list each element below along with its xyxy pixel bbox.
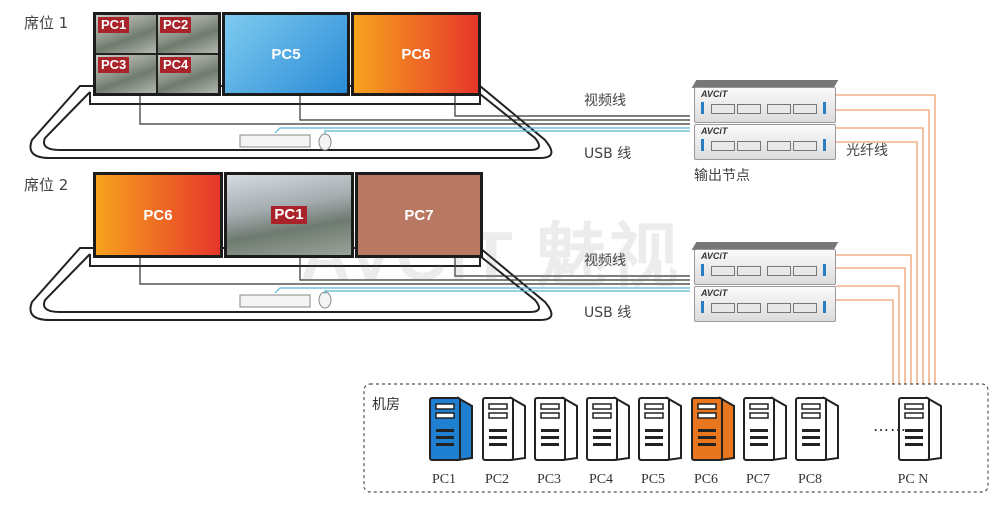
pc-tower-icon [743,396,787,462]
seat-2-label: 席位 2 [24,176,69,194]
machine-room-label: 机房 [372,397,400,413]
fiber-cables [836,94,936,384]
usb-cables-2 [274,287,690,294]
monitor-quad-split: PC1 PC2 PC3 PC4 [93,12,221,96]
ellipsis: …… [873,416,907,435]
video-cable-label-1: 视频线 [584,93,626,109]
mouse-1 [318,133,332,151]
device-brand: AVCiT [701,126,728,136]
quad-label-1: PC1 [98,17,130,33]
output-node-device: AVCiT [694,87,836,123]
usb-cable-label-2: USB 线 [584,305,632,321]
pc-label: PC3 [536,472,562,487]
seat-1-label: 席位 1 [24,14,69,32]
pc-tower-icon [534,396,578,462]
usb-cables-1 [274,127,690,134]
monitor-label: PC6 [143,206,173,224]
fiber-cable-label: 光纤线 [846,143,888,159]
device-brand: AVCiT [701,89,728,99]
pc-tower-icon [795,396,839,462]
room-border [363,383,989,493]
device-brand: AVCiT [701,288,728,298]
monitor-pc6: PC6 [93,172,223,258]
monitor-label: PC7 [404,206,434,224]
usb-cable-label-1: USB 线 [584,146,632,162]
monitor-label: PC1 [271,206,307,224]
pc-label: PC4 [588,472,614,487]
pc-label: PC6 [693,472,719,487]
pc-label: PC8 [797,472,823,487]
pc-label: PC1 [431,472,457,487]
device-brand: AVCiT [701,251,728,261]
quad-label-2: PC2 [160,17,192,33]
video-cables-1 [139,96,690,125]
pc-label: PC5 [640,472,666,487]
pc-tower-icon [586,396,630,462]
quad-label-4: PC4 [160,57,192,73]
output-node-device: AVCiT [694,249,836,285]
monitor-pc1-city: PC1 [224,172,354,258]
quad-label-3: PC3 [98,57,130,73]
video-cable-label-2: 视频线 [584,253,626,269]
monitor-pc5: PC5 [222,12,350,96]
output-node-device: AVCiT [694,124,836,160]
pc-label: PC7 [745,472,771,487]
output-node-label: 输出节点 [694,168,750,184]
output-node-device: AVCiT [694,286,836,322]
monitor-label: PC6 [401,45,431,63]
pc-label: PC N [897,472,929,487]
pc-tower-icon [638,396,682,462]
pc-tower-icon [691,396,735,462]
pc-tower-icon [898,396,942,462]
monitor-label: PC5 [271,45,301,63]
keyboard-2 [239,294,311,308]
monitor-pc6: PC6 [351,12,481,96]
pc-tower-icon [429,396,473,462]
monitor-pc7: PC7 [355,172,483,258]
pc-tower-icon [482,396,526,462]
pc-label: PC2 [484,472,510,487]
keyboard-1 [239,134,311,148]
video-cables-2 [139,258,690,285]
